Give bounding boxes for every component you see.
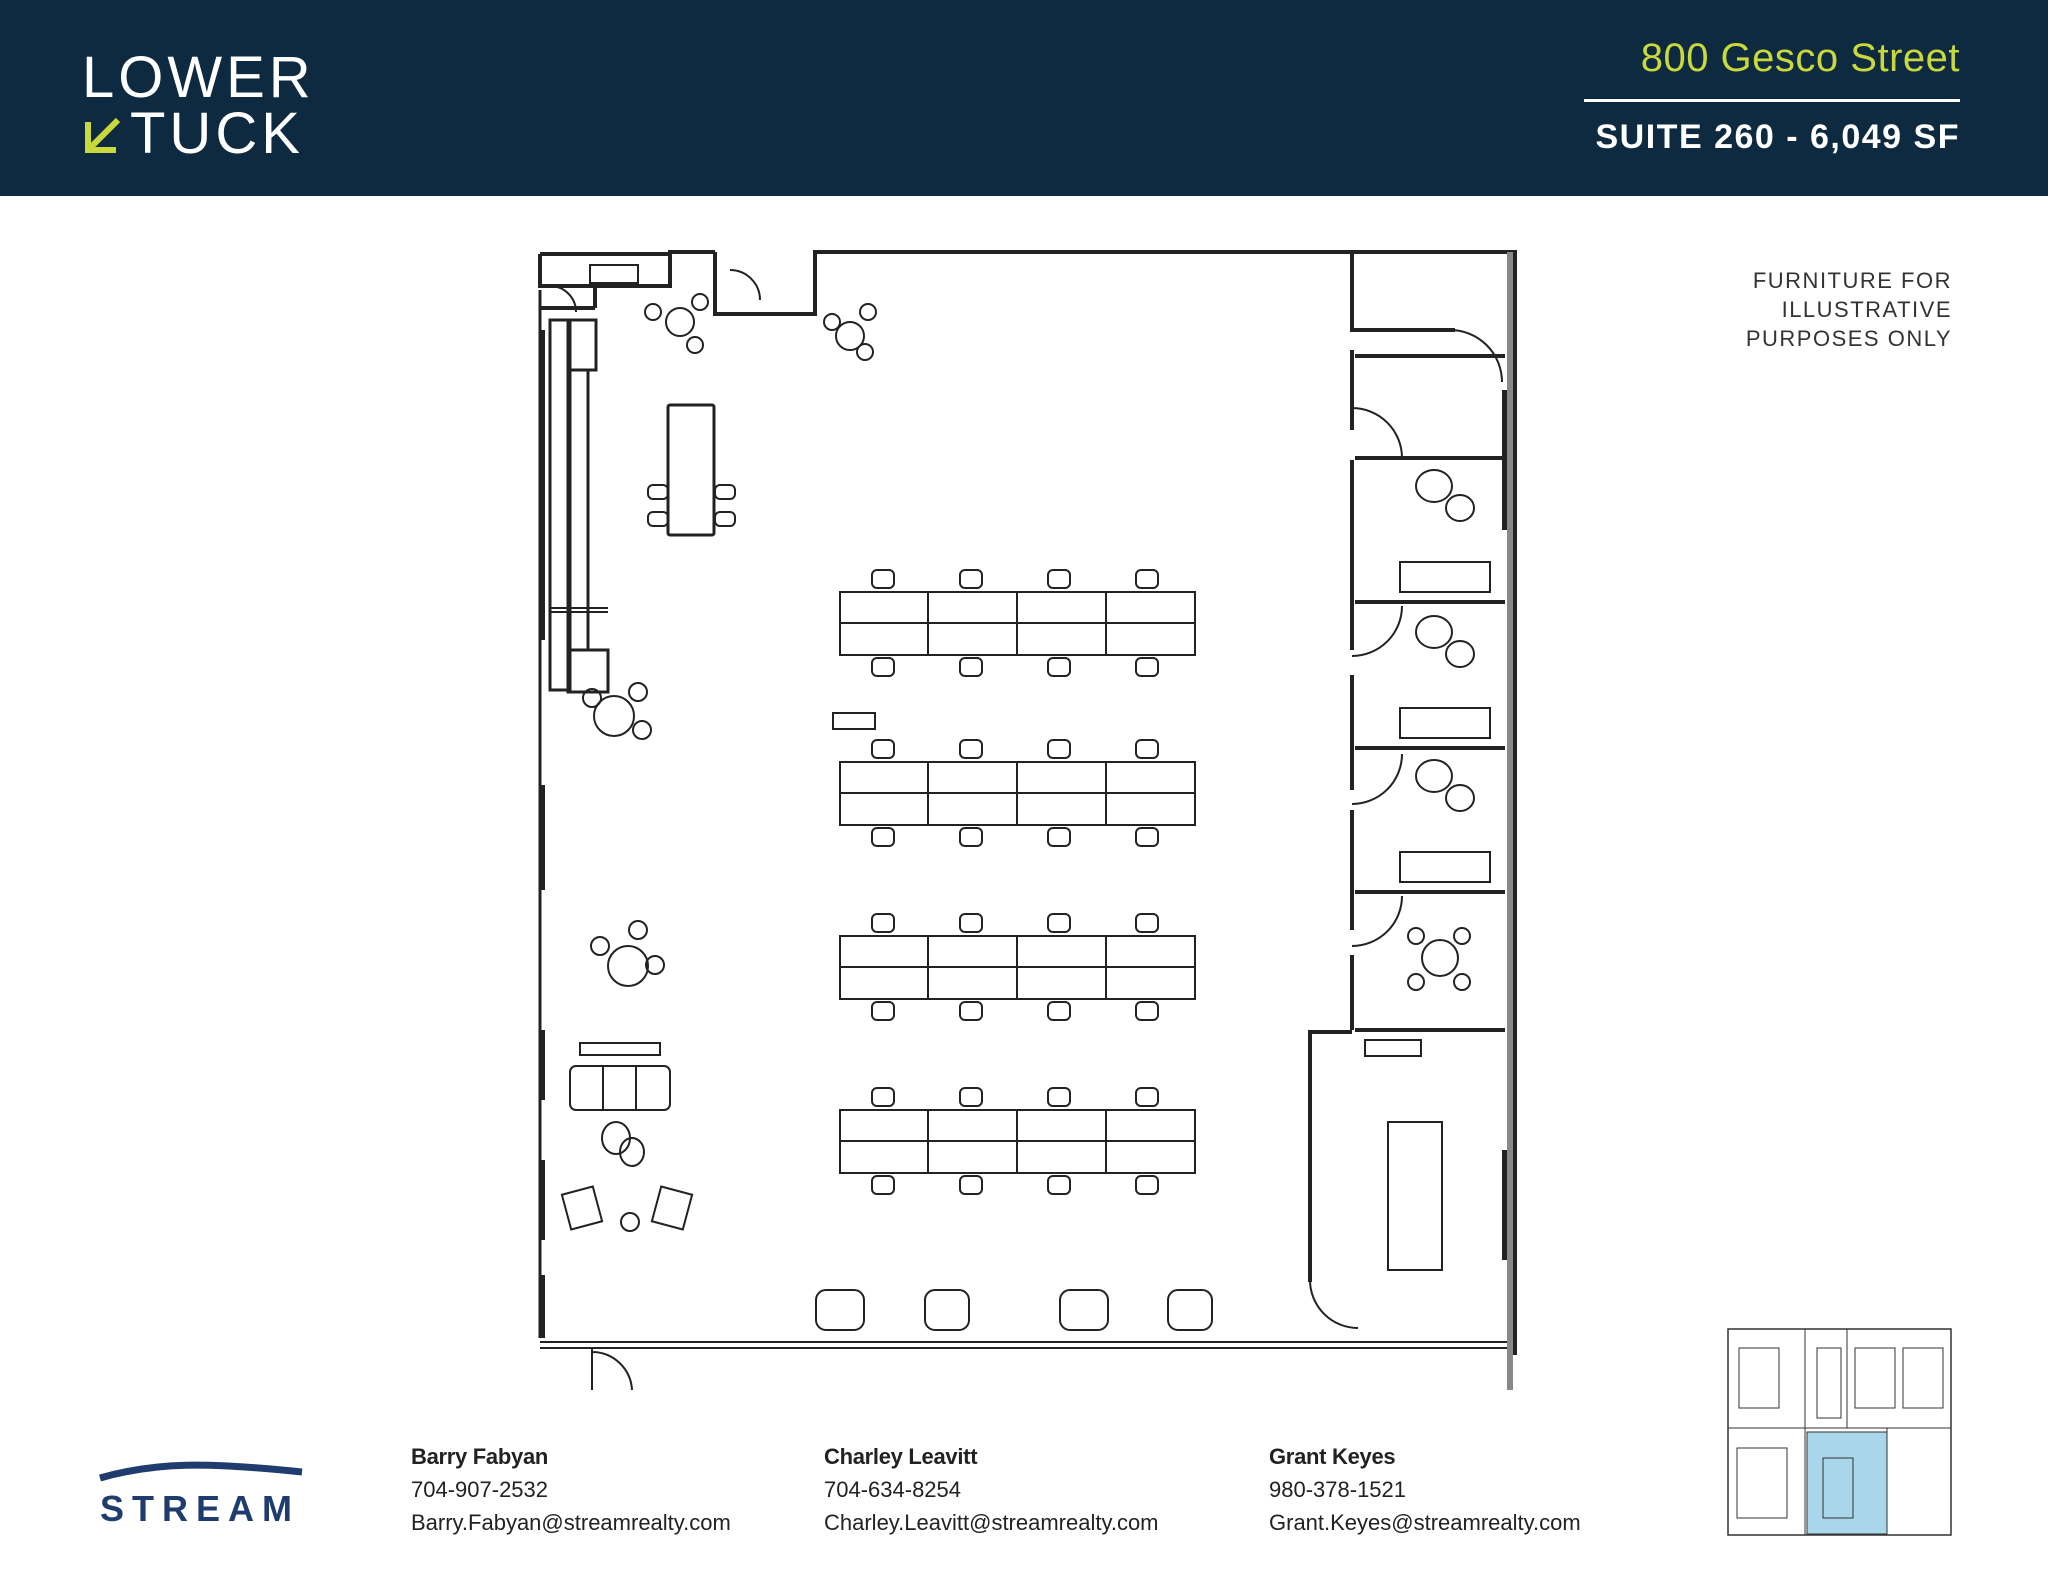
contact-phone[interactable]: 704-634-8254: [824, 1477, 962, 1502]
header-divider: [1584, 99, 1960, 102]
contact-name: Charley Leavitt: [824, 1444, 978, 1469]
contact-email[interactable]: Charley.Leavitt@streamrealty.com: [824, 1510, 1159, 1535]
contact-email[interactable]: Barry.Fabyan@streamrealty.com: [411, 1510, 731, 1535]
disclaimer-line-3: PURPOSES ONLY: [1745, 326, 1952, 351]
office-wall: [1350, 252, 1450, 332]
stream-wave-icon: [99, 1461, 303, 1482]
logo-line-1: LOWER: [82, 45, 315, 110]
contact-name: Barry Fabyan: [411, 1444, 549, 1469]
lower-tuck-logo: LOWER TUCK: [82, 45, 315, 166]
plan-wall-top: [538, 250, 715, 288]
contact-card-2: Charley Leavitt 704-634-8254 Charley.Lea…: [824, 1440, 1159, 1539]
contact-phone[interactable]: 980-378-1521: [1269, 1477, 1407, 1502]
contact-name: Grant Keyes: [1269, 1444, 1396, 1469]
disclaimer-line-2: ILLUSTRATIVE: [1781, 297, 1952, 322]
contact-card-3: Grant Keyes 980-378-1521 Grant.Keyes@str…: [1269, 1440, 1581, 1539]
key-plan-thumbnail: [1727, 1328, 1952, 1536]
header-banner: LOWER TUCK 800 Gesco Street SUITE 260 - …: [0, 0, 2048, 196]
contact-card-1: Barry Fabyan 704-907-2532 Barry.Fabyan@s…: [411, 1440, 731, 1539]
furniture-disclaimer: FURNITURE FOR ILLUSTRATIVE PURPOSES ONLY: [1746, 266, 1952, 353]
plan-wall-right: [1340, 250, 1517, 1355]
contact-phone[interactable]: 704-907-2532: [411, 1477, 549, 1502]
stream-logo-text: STREAM: [100, 1488, 300, 1529]
suite-label: SUITE 260 - 6,049 SF: [1595, 118, 1960, 156]
floor-plan: [538, 250, 1517, 1391]
arrow-down-left-icon: [85, 117, 121, 153]
disclaimer-line-1: FURNITURE FOR: [1752, 268, 1952, 293]
logo-line-2: TUCK: [130, 101, 304, 166]
property-address: 800 Gesco Street: [1640, 36, 1960, 80]
key-plan-suite-highlight: [1806, 1431, 1888, 1535]
contact-email[interactable]: Grant.Keyes@streamrealty.com: [1269, 1510, 1581, 1535]
